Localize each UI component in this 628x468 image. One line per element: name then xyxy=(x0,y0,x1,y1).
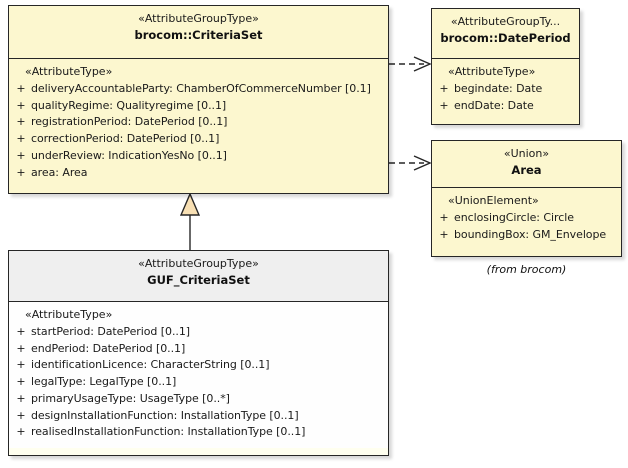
attribute-label: enclosingCircle: Circle xyxy=(454,211,574,224)
attribute-label: endPeriod: DatePeriod [0..1] xyxy=(31,341,186,355)
attribute-row[interactable]: + designInstallationFunction: Installati… xyxy=(11,408,386,425)
attribute-label: underReview: IndicationYesNo [0..1] xyxy=(31,148,227,162)
attribute-visibility: + xyxy=(16,341,26,355)
attribute-row[interactable]: + registrationPeriod: DatePeriod [0..1] xyxy=(11,114,386,131)
attribute-label: legalType: LegalType [0..1] xyxy=(31,375,177,389)
attribute-group-stereotype: «UnionElement» xyxy=(448,194,539,207)
dependency-criteriaset-to-dateperiod xyxy=(389,56,432,72)
attribute-label: area: Area xyxy=(31,165,88,179)
attribute-visibility: + xyxy=(16,148,26,162)
attribute-group-stereotype: «AttributeType» xyxy=(25,308,113,321)
generalization-guf-to-criteriaset xyxy=(179,192,201,250)
class-header-criteria-set: «AttributeGroupType» brocom::CriteriaSet xyxy=(9,6,388,59)
class-header-area: «Union» Area xyxy=(432,141,621,188)
attribute-row[interactable]: + realisedInstallationFunction: Installa… xyxy=(11,424,386,441)
class-stereotype: «AttributeGroupType» xyxy=(138,12,259,25)
class-box-criteria-set[interactable]: «AttributeGroupType» brocom::CriteriaSet… xyxy=(8,5,389,194)
attribute-label: identificationLicence: CharacterString [… xyxy=(31,358,270,372)
attribute-row[interactable]: + deliveryAccountableParty: ChamberOfCom… xyxy=(11,81,386,98)
attribute-visibility: + xyxy=(439,98,449,112)
class-stereotype: «AttributeGroupType» xyxy=(138,257,259,270)
attribute-row[interactable]: + begindate: Date xyxy=(434,81,577,98)
attribute-visibility: + xyxy=(16,358,26,372)
attribute-visibility: + xyxy=(439,211,449,224)
attribute-label: deliveryAccountableParty: ChamberOfComme… xyxy=(31,82,371,95)
class-header-date-period: «AttributeGroupTy... brocom::DatePeriod xyxy=(432,9,579,59)
dependency-criteriaset-to-area xyxy=(389,155,432,171)
attribute-label: correctionPeriod: DatePeriod [0..1] xyxy=(31,132,220,146)
attribute-visibility: + xyxy=(16,115,26,129)
attribute-row[interactable]: + qualityRegime: Qualityregime [0..1] xyxy=(11,98,386,115)
class-box-area[interactable]: «Union» Area «UnionElement» + enclosingC… xyxy=(431,140,622,257)
attribute-label: qualityRegime: Qualityregime [0..1] xyxy=(31,98,227,112)
class-attributes-criteria-set: «AttributeType» + deliveryAccountablePar… xyxy=(9,59,388,189)
attribute-row[interactable]: + primaryUsageType: UsageType [0..*] xyxy=(11,391,386,408)
attribute-label: primaryUsageType: UsageType [0..*] xyxy=(31,391,230,405)
attribute-label: boundingBox: GM_Envelope xyxy=(454,227,607,241)
class-attributes-date-period: «AttributeType» + begindate: Date + endD… xyxy=(432,59,579,122)
attribute-label: begindate: Date xyxy=(454,82,543,95)
attribute-visibility: + xyxy=(16,325,26,338)
class-header-guf-criteria-set: «AttributeGroupType» GUF_CriteriaSet xyxy=(9,251,388,302)
class-attributes-guf-criteria-set: «AttributeType» + startPeriod: DatePerio… xyxy=(9,302,388,449)
attribute-visibility: + xyxy=(16,391,26,405)
attribute-visibility: + xyxy=(439,82,449,95)
attribute-row[interactable]: + area: Area xyxy=(11,165,386,182)
attribute-visibility: + xyxy=(16,98,26,112)
attribute-label: registrationPeriod: DatePeriod [0..1] xyxy=(31,115,228,129)
attribute-visibility: + xyxy=(439,227,449,241)
class-box-guf-criteria-set[interactable]: «AttributeGroupType» GUF_CriteriaSet «At… xyxy=(8,250,389,456)
class-name: brocom::CriteriaSet xyxy=(134,27,263,42)
attribute-row[interactable]: + identificationLicence: CharacterString… xyxy=(11,357,386,374)
attribute-group-stereotype: «AttributeType» xyxy=(25,65,113,78)
class-name: brocom::DatePeriod xyxy=(440,30,571,45)
attribute-visibility: + xyxy=(16,132,26,146)
attribute-visibility: + xyxy=(16,82,26,95)
attribute-visibility: + xyxy=(16,165,26,179)
attribute-row[interactable]: + enclosingCircle: Circle xyxy=(434,210,619,227)
class-attributes-area: «UnionElement» + enclosingCircle: Circle… xyxy=(432,188,621,251)
class-stereotype: «Union» xyxy=(503,147,550,160)
attribute-row[interactable]: + boundingBox: GM_Envelope xyxy=(434,227,619,244)
area-package-caption: (from brocom) xyxy=(486,263,567,276)
attribute-row[interactable]: + correctionPeriod: DatePeriod [0..1] xyxy=(11,131,386,148)
attribute-row[interactable]: + underReview: IndicationYesNo [0..1] xyxy=(11,148,386,165)
attribute-group-stereotype: «AttributeType» xyxy=(448,65,536,78)
attribute-label: endDate: Date xyxy=(454,98,534,112)
attribute-row[interactable]: + endDate: Date xyxy=(434,98,577,115)
dependency-arrowhead xyxy=(413,155,432,171)
attribute-row[interactable]: + legalType: LegalType [0..1] xyxy=(11,374,386,391)
class-box-date-period[interactable]: «AttributeGroupTy... brocom::DatePeriod … xyxy=(431,8,580,125)
generalization-triangle xyxy=(179,192,201,216)
class-name: GUF_CriteriaSet xyxy=(147,272,250,287)
attribute-row[interactable]: + endPeriod: DatePeriod [0..1] xyxy=(11,341,386,358)
attribute-label: designInstallationFunction: Installation… xyxy=(31,408,299,422)
class-stereotype: «AttributeGroupTy... xyxy=(450,15,561,28)
attribute-row[interactable]: + startPeriod: DatePeriod [0..1] xyxy=(11,324,386,341)
class-name: Area xyxy=(511,162,542,177)
attribute-visibility: + xyxy=(16,375,26,389)
attribute-label: startPeriod: DatePeriod [0..1] xyxy=(31,325,190,338)
attribute-visibility: + xyxy=(16,425,26,439)
dependency-arrowhead xyxy=(413,56,432,72)
attribute-visibility: + xyxy=(16,408,26,422)
attribute-label: realisedInstallationFunction: Installati… xyxy=(31,425,306,439)
